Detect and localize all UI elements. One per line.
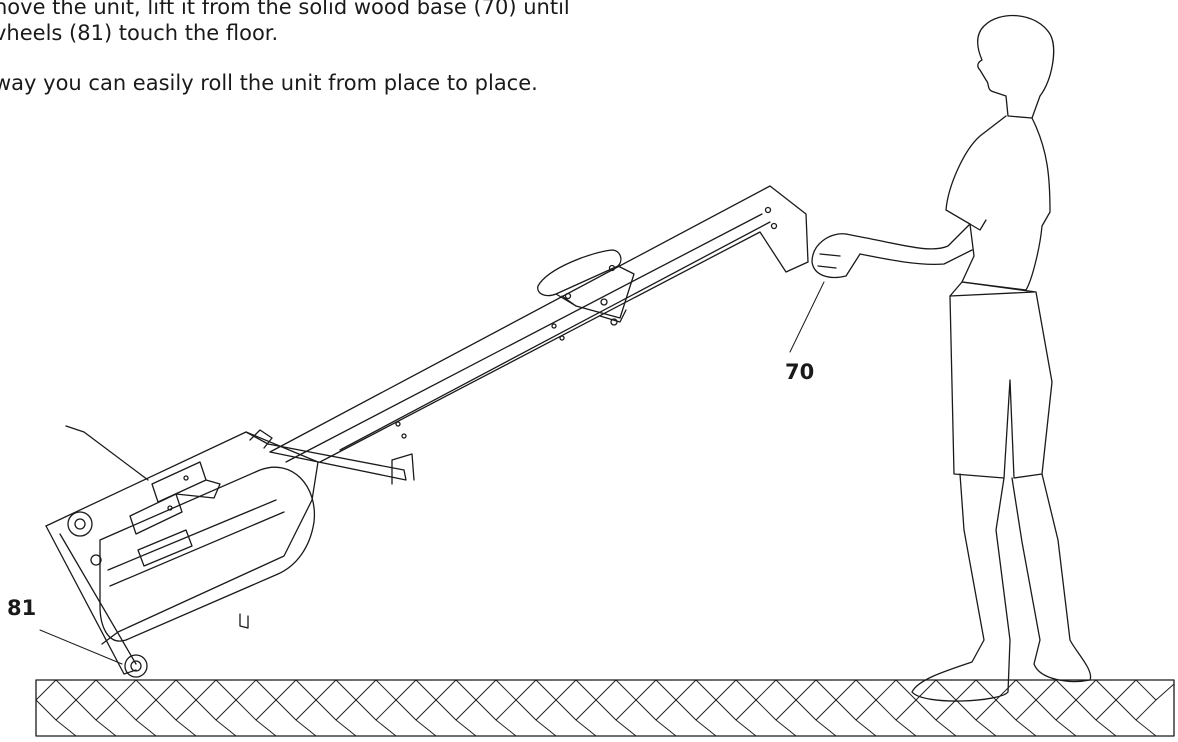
instruction-line: vheels (81) touch the floor. [0, 21, 279, 45]
rower-rail [269, 185, 809, 463]
callout-base: 70 [785, 360, 815, 384]
rower-seat [537, 249, 635, 326]
leader-lines [39, 281, 825, 665]
instruction-line: way you can easily roll the unit from pl… [0, 71, 538, 95]
rower-footrests [129, 461, 221, 567]
rower-tank [99, 466, 316, 642]
wheel [67, 511, 148, 678]
floor [35, 679, 1175, 737]
callout-wheels: 81 [7, 596, 37, 620]
instruction-line: nove the unit, lift it from the solid wo… [0, 0, 570, 19]
person-figure [811, 14, 1092, 702]
rower-tank-frame [45, 425, 415, 675]
